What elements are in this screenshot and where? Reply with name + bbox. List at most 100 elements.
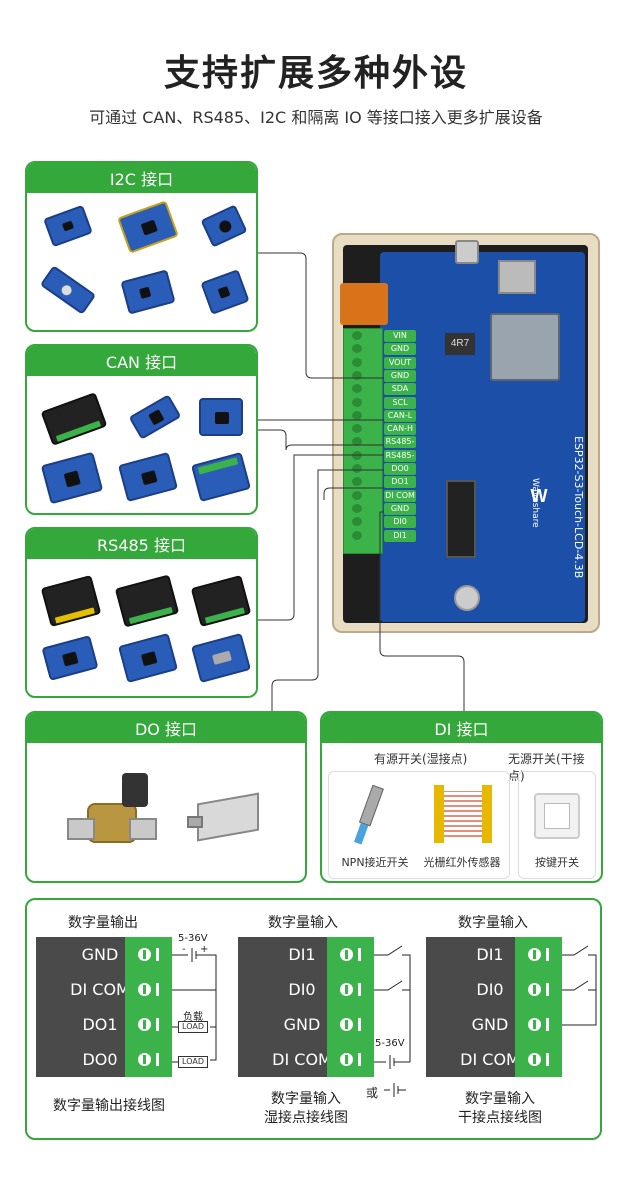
screw-icon xyxy=(528,1018,541,1031)
terminal-screw xyxy=(352,490,362,500)
di-dry-terminal-block xyxy=(515,937,562,1077)
light-curtain-image xyxy=(434,785,494,845)
pin-label: DI0 xyxy=(384,516,416,529)
screw-icon xyxy=(340,1053,353,1066)
esp32-module xyxy=(490,313,560,381)
i2c-card-title: I2C 接口 xyxy=(27,163,256,193)
coin-battery xyxy=(454,585,480,611)
can-card: CAN 接口 xyxy=(25,344,258,515)
terminal-screw xyxy=(352,477,362,487)
terminal-label: GND xyxy=(81,945,119,964)
do-load-box: LOAD xyxy=(178,1021,208,1033)
screw-icon xyxy=(528,948,541,961)
terminal-block xyxy=(343,328,383,554)
terminal-label: GND xyxy=(283,1015,321,1034)
terminal-label: DI0 xyxy=(288,980,316,999)
di-wet-wiring-title: 数字量输入 xyxy=(268,915,338,931)
do-minus-sign: - xyxy=(182,944,186,955)
terminal-screw xyxy=(352,424,362,434)
pin-label: SDA xyxy=(384,383,416,396)
solenoid-valve-image xyxy=(67,773,162,863)
wet-device-panel xyxy=(328,771,510,879)
sd-slot xyxy=(498,260,536,294)
screw-icon xyxy=(340,983,353,996)
di-wet-or-label: 或 xyxy=(366,1086,379,1100)
terminal-screw xyxy=(352,464,362,473)
screw-icon xyxy=(138,1053,151,1066)
terminal-label: DO0 xyxy=(82,1050,118,1069)
waveshare-logo: W xyxy=(530,486,548,506)
wet-contact-label: 有源开关(湿接点) xyxy=(374,752,468,766)
pin-label: CAN-H xyxy=(384,423,416,436)
screw-icon xyxy=(138,983,151,996)
terminal-screw xyxy=(352,357,362,367)
terminal-label: DI COM xyxy=(460,1050,520,1069)
can-module-image xyxy=(199,398,243,436)
usb-c-port xyxy=(455,240,479,264)
caption-line: 湿接点接线图 xyxy=(264,1110,348,1126)
di-dry-wiring-caption: 数字量输入 干接点接线图 xyxy=(430,1090,570,1128)
do-terminal-block xyxy=(125,937,172,1077)
rs485-card-title: RS485 接口 xyxy=(27,529,256,559)
caption-line: 数字量输入 xyxy=(465,1091,535,1107)
pin-label: DO1 xyxy=(384,476,416,489)
pin-label: DI1 xyxy=(384,529,416,542)
di-card: DI 接口 有源开关(湿接点) 无源开关(干接点) NPN接近开关 光栅红外传感… xyxy=(320,711,603,883)
terminal-screw xyxy=(352,517,362,527)
di-wet-wiring-caption: 数字量输入 湿接点接线图 xyxy=(238,1090,374,1128)
npn-switch-label: NPN接近开关 xyxy=(341,856,409,869)
push-switch-image xyxy=(534,793,580,839)
do-load-box: LOAD xyxy=(178,1056,208,1068)
do-card: DO 接口 xyxy=(25,711,307,883)
di-wet-terminal-block xyxy=(327,937,374,1077)
pin-label: GND xyxy=(384,343,416,356)
pin-label: SCL xyxy=(384,396,416,409)
i2c-card: I2C 接口 xyxy=(25,161,258,332)
screw-icon xyxy=(528,1053,541,1066)
do-wiring-title: 数字量输出 xyxy=(68,915,138,931)
terminal-label: GND xyxy=(471,1015,509,1034)
terminal-label: DI1 xyxy=(476,945,504,964)
terminal-screw xyxy=(352,397,362,407)
do-voltage-label: 5-36V xyxy=(178,933,208,944)
terminal-label: DI COM xyxy=(272,1050,332,1069)
push-switch-label: 按键开关 xyxy=(535,856,579,869)
terminal-screw xyxy=(352,370,362,380)
caption-line: 数字量输入 xyxy=(271,1091,341,1107)
pin-label: CAN-L xyxy=(384,409,416,422)
orange-connector xyxy=(340,283,388,325)
pin-label: DI COM xyxy=(384,489,416,502)
terminal-screw xyxy=(352,384,362,394)
screw-icon xyxy=(340,1018,353,1031)
pin-label: VIN xyxy=(384,330,416,342)
terminal-label: DI0 xyxy=(476,980,504,999)
di-dry-wiring-title: 数字量输入 xyxy=(458,915,528,931)
terminal-label: DI1 xyxy=(288,945,316,964)
fpc-connector xyxy=(446,480,476,558)
terminal-screw xyxy=(352,344,362,354)
do-load-label: 负载 xyxy=(183,1012,203,1023)
pin-label: DO0 xyxy=(384,463,416,475)
terminal-screw xyxy=(352,331,362,340)
di-card-title: DI 接口 xyxy=(322,713,601,743)
electric-lock-image xyxy=(187,788,267,843)
rs485-card: RS485 接口 xyxy=(25,527,258,698)
page-title: 支持扩展多种外设 xyxy=(163,53,468,94)
caption-line: 干接点接线图 xyxy=(458,1110,542,1126)
light-curtain-label: 光栅红外传感器 xyxy=(423,856,501,869)
terminal-screw xyxy=(352,530,362,540)
terminal-screw xyxy=(352,437,362,447)
screw-icon xyxy=(340,948,353,961)
do-plus-sign: + xyxy=(200,944,209,955)
screw-icon xyxy=(138,1018,151,1031)
page-subtitle: 可通过 CAN、RS485、I2C 和隔离 IO 等接口接入更多扩展设备 xyxy=(89,108,543,127)
di-wet-voltage-label: 5-36V xyxy=(375,1038,405,1049)
do-card-title: DO 接口 xyxy=(27,713,305,743)
screw-icon xyxy=(138,948,151,961)
inductor: 4R7 xyxy=(445,333,475,355)
pin-label: GND xyxy=(384,502,416,515)
